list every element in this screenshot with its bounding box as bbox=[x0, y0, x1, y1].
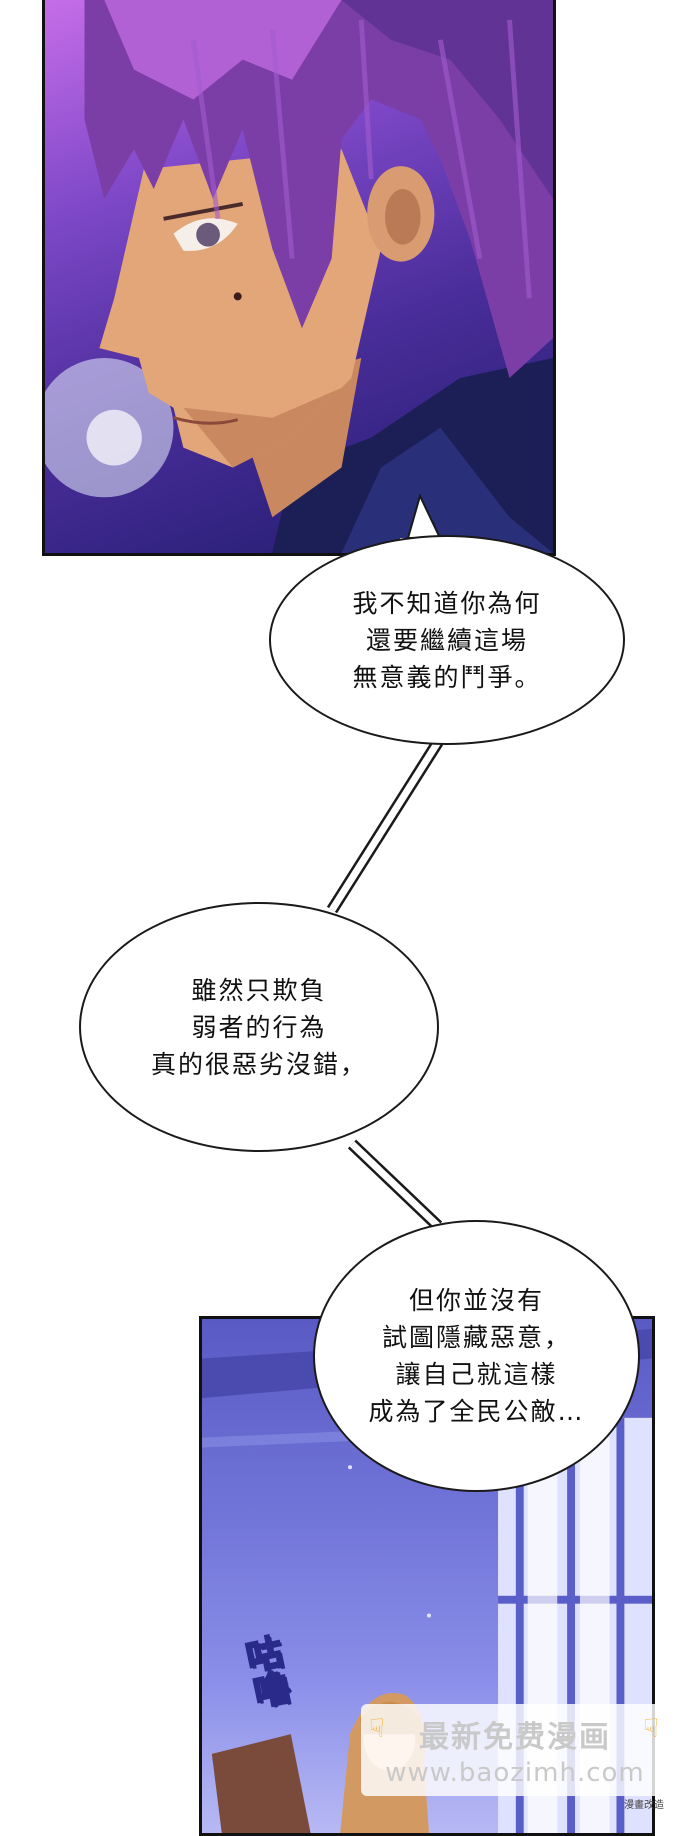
pointing-hand-icon: ☟ bbox=[369, 1714, 385, 1744]
watermark-url: www.baozimh.com bbox=[385, 1758, 645, 1788]
bubble-1-line-1: 我不知道你為何 bbox=[352, 588, 542, 618]
bubble-2-line-1: 雖然只欺負 bbox=[191, 975, 327, 1005]
speech-bubble-1: 我不知道你為何 還要繼續這場 無意義的鬥爭。 bbox=[269, 535, 625, 745]
character-profile-illustration bbox=[45, 0, 553, 553]
top-panel bbox=[42, 0, 556, 556]
bubble-3-line-2: 試圖隱藏惡意， bbox=[381, 1323, 571, 1352]
bubble-1-line-3: 無意義的鬥爭。 bbox=[352, 662, 542, 692]
bubble-3-line-3: 讓自己就這樣 bbox=[395, 1360, 558, 1389]
credit-text: 漫畫改造 bbox=[624, 1800, 664, 1811]
pointing-hand-icon: ☟ bbox=[643, 1714, 659, 1744]
bubble-2-line-2: 弱者的行為 bbox=[191, 1012, 327, 1042]
watermark: ☟ 最新免费漫画 ☟ www.baozimh.com bbox=[361, 1704, 667, 1796]
bubble-2-line-3: 真的很惡劣沒錯， bbox=[150, 1049, 367, 1079]
bubble-1-line-2: 還要繼續這場 bbox=[365, 625, 528, 655]
bubble-3-line-1: 但你並沒有 bbox=[408, 1286, 544, 1315]
speech-bubble-2: 雖然只欺負 弱者的行為 真的很惡劣沒錯， bbox=[79, 902, 439, 1152]
bubble-3-line-4: 成為了全民公敵… bbox=[368, 1397, 585, 1426]
speech-bubble-3: 但你並沒有 試圖隱藏惡意， 讓自己就這樣 成為了全民公敵… bbox=[313, 1220, 640, 1492]
watermark-title: 最新免费漫画 bbox=[419, 1720, 611, 1755]
